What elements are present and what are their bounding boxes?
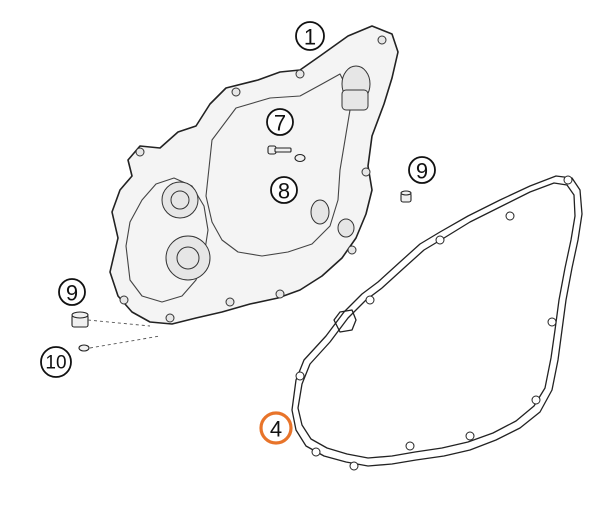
- callout-1-label: 1: [304, 25, 316, 50]
- callout-10: 10: [40, 346, 72, 378]
- screw-part-7: [267, 145, 292, 155]
- callout-9-right: 9: [408, 156, 436, 184]
- leader-line-oring: [89, 335, 161, 349]
- callout-4-label: 4: [270, 417, 282, 442]
- callout-4: 4: [259, 411, 293, 445]
- clutch-cover: [109, 25, 399, 325]
- callout-10-label: 10: [45, 353, 66, 374]
- leader-line-pin: [87, 319, 151, 327]
- o-ring-part-10: [78, 344, 90, 352]
- callout-7-label: 7: [274, 111, 286, 136]
- callout-9-right-label: 9: [416, 159, 428, 184]
- washer-part-8: [294, 153, 306, 163]
- callout-9-left-label: 9: [66, 281, 78, 306]
- dowel-pin-left: [71, 311, 89, 328]
- dowel-pin-right: [400, 190, 412, 203]
- callout-9-left: 9: [58, 278, 86, 306]
- gasket-part-4: [291, 175, 583, 471]
- callout-7: 7: [266, 108, 294, 136]
- callout-1: 1: [295, 21, 325, 51]
- callout-8-label: 8: [278, 179, 290, 204]
- callout-8: 8: [270, 176, 298, 204]
